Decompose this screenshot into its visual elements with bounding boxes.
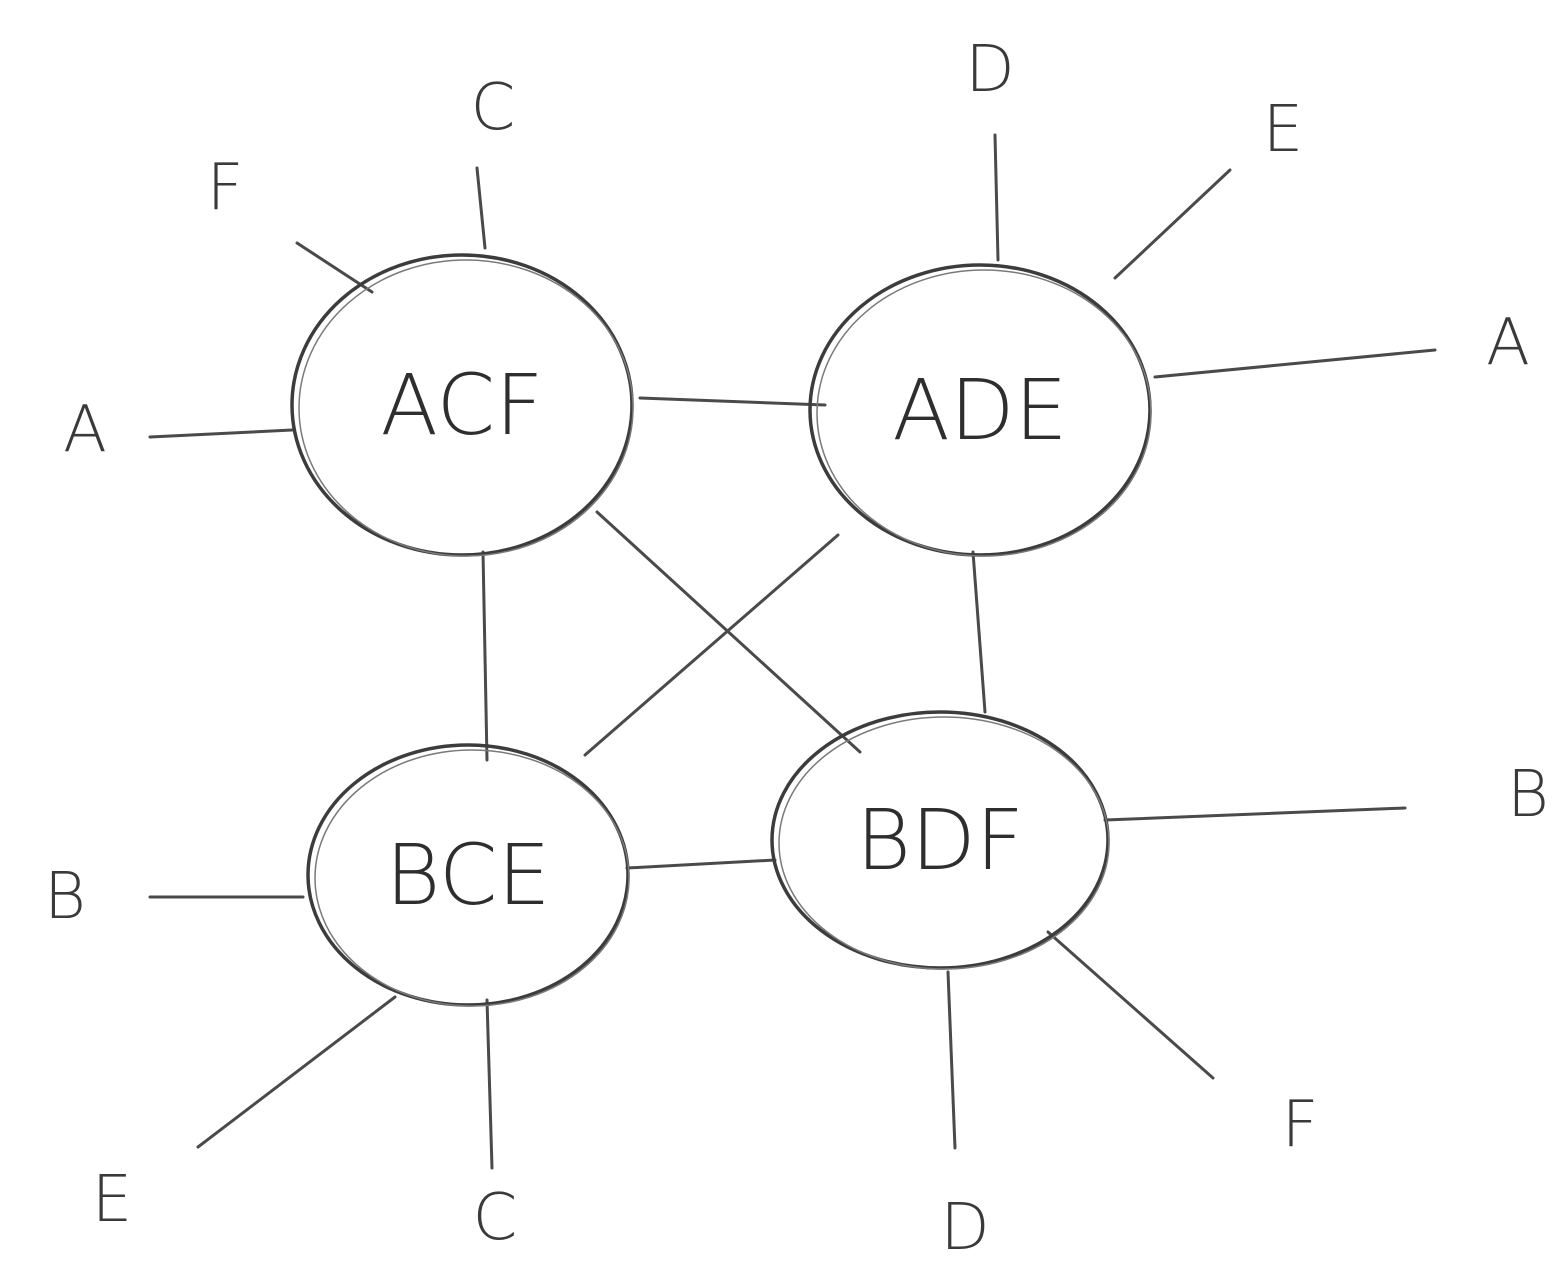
edge-acf-bce xyxy=(481,550,489,762)
node-label-bce: BCE xyxy=(385,826,550,924)
node-shape-outline-acf xyxy=(298,259,634,557)
external-stubs-layer xyxy=(148,133,1437,1170)
external-label-bdf-f: F xyxy=(1282,1088,1319,1162)
node-shape-ade xyxy=(808,263,1152,557)
edge-bce-bdf xyxy=(625,858,777,870)
stub-ade-d xyxy=(993,133,1000,262)
external-labels-layer: A F C D E A B E C B F D xyxy=(44,33,1549,1265)
edge-ade-bce xyxy=(583,533,840,757)
node-acf: ACF xyxy=(290,253,634,557)
external-label-bdf-b: B xyxy=(1507,758,1549,832)
edges-layer xyxy=(481,396,987,870)
node-shape-bce xyxy=(306,743,630,1007)
stub-bce-e xyxy=(196,995,397,1149)
node-shape-outline-bce xyxy=(314,749,630,1007)
node-shape-outline-bdf xyxy=(778,716,1110,970)
node-bdf: BDF xyxy=(770,710,1110,970)
stub-bdf-f xyxy=(1046,930,1215,1080)
nodes-layer: ACF ADE BCE BDF xyxy=(290,253,1152,1007)
node-bce: BCE xyxy=(306,743,630,1007)
stub-bdf-d xyxy=(946,970,957,1150)
node-shape-outline-ade xyxy=(816,269,1152,557)
node-ade: ADE xyxy=(808,263,1152,557)
node-shape-bdf xyxy=(770,710,1110,970)
edge-acf-ade xyxy=(638,396,827,407)
external-label-ade-d: D xyxy=(965,33,1014,107)
stub-acf-c xyxy=(475,166,487,250)
external-label-bce-c: C xyxy=(473,1181,518,1255)
node-label-bdf: BDF xyxy=(856,791,1024,889)
external-label-ade-a: A xyxy=(1486,306,1530,380)
node-shape-acf xyxy=(290,253,634,557)
edge-ade-bdf xyxy=(971,550,987,714)
external-label-bce-e: E xyxy=(92,1163,132,1237)
node-label-ade: ADE xyxy=(892,361,1067,459)
external-label-acf-f: F xyxy=(207,151,244,225)
stub-bdf-b xyxy=(1103,806,1407,822)
external-label-bdf-d: D xyxy=(940,1191,989,1265)
stub-ade-e xyxy=(1113,168,1232,280)
stub-acf-a xyxy=(148,428,294,439)
stub-ade-a xyxy=(1153,348,1437,379)
node-label-acf: ACF xyxy=(381,356,544,454)
external-label-bce-b: B xyxy=(44,860,86,934)
stub-bce-c xyxy=(485,998,494,1170)
external-label-acf-a: A xyxy=(63,393,107,467)
external-label-ade-e: E xyxy=(1263,93,1303,167)
external-label-acf-c: C xyxy=(471,71,516,145)
